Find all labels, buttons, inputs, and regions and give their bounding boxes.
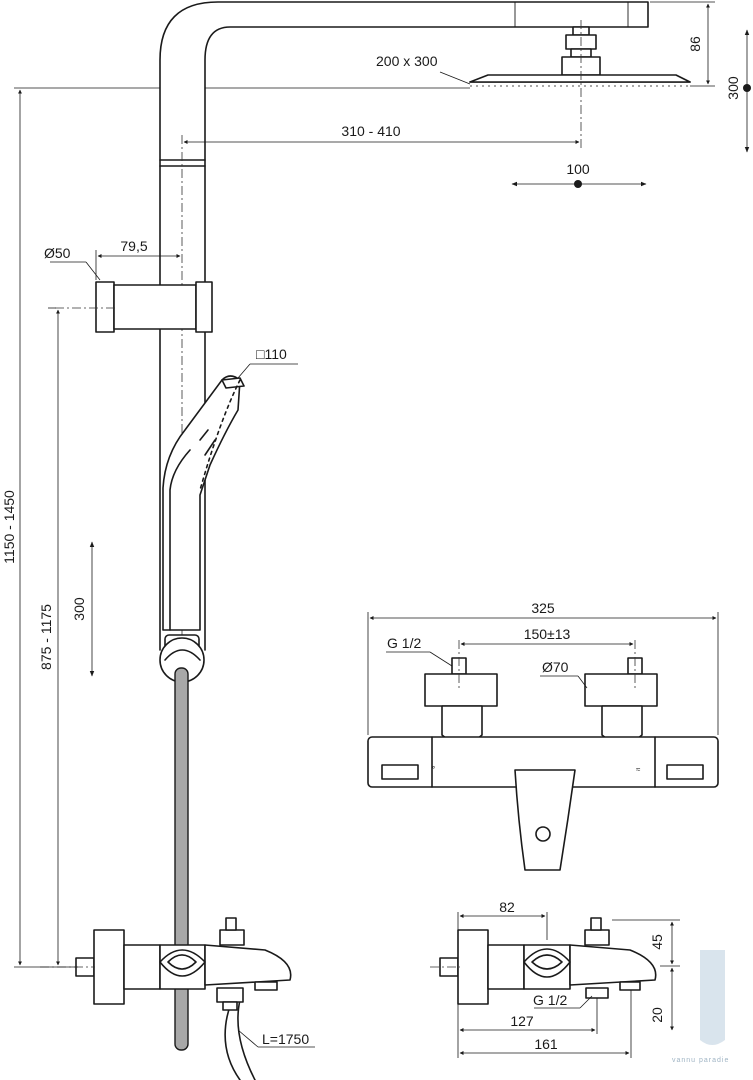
side-spout [569,944,657,986]
hose-straight [174,667,189,1051]
hose-outlet-nut [222,1001,238,1011]
shower-head [469,20,691,150]
head-plate-top [469,74,691,83]
label-side-127: 127 [510,1013,534,1029]
mixer-aerator [254,981,278,991]
left-escutcheon [424,673,498,707]
side-diverter [584,929,610,946]
right-button [666,764,704,780]
mixer-body-left [123,944,161,990]
side-aerator [619,981,641,991]
mixer-spout [204,944,292,986]
bracket-arm [113,284,197,330]
side-handle-inner [531,954,563,970]
label-bracket-height: 875 - 1175 [38,604,54,670]
side-body-left [487,944,525,990]
label-mixer-width: 325 [531,600,555,616]
label-side-thread: G 1/2 [533,992,567,1008]
pivot-dot [743,84,751,92]
hand-shower-detail [199,429,209,441]
mixer-escutcheon [93,929,125,1005]
leader-line [429,651,453,667]
bath-mixer-side-view [430,917,657,1005]
leader-line [439,71,471,85]
bath-mark-icon: ≈ [636,765,641,774]
dimension-labels: 86 300 200 x 300 310 - 410 100 Ø50 79,5 … [1,36,741,1052]
mixer-diverter-knob [225,917,237,931]
label-bracket-diameter: Ø50 [44,245,71,261]
slider [159,634,205,683]
hand-shower-detail [204,439,216,456]
leader-line [237,1029,259,1048]
label-slider-travel: 300 [71,597,87,621]
hand-shower-inner-line [169,449,191,631]
bath-mixer-front [40,917,292,1011]
hand-shower [162,375,245,631]
left-button [381,764,419,780]
dimensions [14,1,751,1058]
hose-outlet [216,987,244,1003]
bracket-clamp [195,281,213,333]
hose [174,667,256,1080]
hose-loop-right [237,999,256,1080]
label-side-82: 82 [499,899,515,915]
hand-shower-body [162,375,241,631]
watermark-text: vannu paradie [672,1057,729,1064]
watermark: vannu paradie [672,950,729,1064]
watermark-logo-icon [700,950,725,1045]
label-86: 86 [687,36,703,52]
bath-mixer-top-view: ° ≈ [367,640,719,871]
label-head-pivot: 100 [566,161,590,177]
label-side-161: 161 [534,1036,558,1052]
side-escutcheon [457,929,489,1005]
label-300-head: 300 [725,76,741,100]
mixer-diverter [219,929,245,946]
top-spout [514,769,576,871]
label-inlet-thread: G 1/2 [387,635,421,651]
label-handshower-size: □110 [256,346,287,362]
leader-line [237,363,251,379]
bracket-rose [95,281,115,333]
leader-line [579,995,593,1009]
label-hose-length: L=1750 [262,1031,309,1047]
label-side-45: 45 [649,934,665,950]
label-side-20: 20 [649,1007,665,1023]
right-escutcheon [584,673,658,707]
wall-bracket [55,281,213,333]
label-escutcheon-diameter: Ø70 [542,659,569,675]
hand-shower-nozzles [199,379,241,491]
temp-mark-icon: ° [432,765,435,774]
top-spout-aerator [535,826,551,842]
leader-line [577,675,588,689]
label-inlet-spacing: 150±13 [524,626,571,642]
side-outlet [585,987,609,999]
hand-shower-face-edge [221,377,245,389]
mixer-handle-inner [167,954,197,970]
shower-column [159,1,649,651]
side-diverter-knob [590,917,602,931]
label-head-size: 200 x 300 [376,53,438,69]
label-bracket-offset: 79,5 [120,238,147,254]
label-arm-length: 310 - 410 [341,123,400,139]
leader-line [85,261,101,281]
label-total-height: 1150 - 1450 [1,490,17,564]
riser-pipe-outline [159,1,649,651]
pivot-dot [574,180,582,188]
slider-knob-detail [164,649,201,661]
